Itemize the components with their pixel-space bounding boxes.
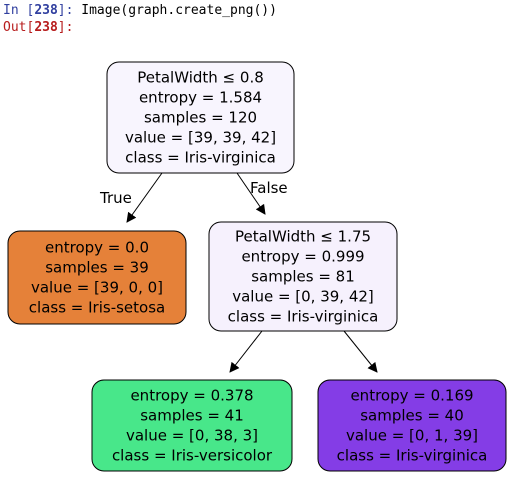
edge-label-false: False — [250, 179, 288, 197]
tree-node-line: entropy = 0.0 — [45, 239, 149, 257]
tree-node-line: entropy = 0.378 — [130, 387, 253, 405]
tree-node-box — [317, 379, 507, 472]
input-prompt-number: 238 — [34, 3, 58, 18]
tree-node-root: PetalWidth ≤ 0.8 entropy = 1.584 samples =… — [106, 61, 295, 174]
tree-node-line: value = [0, 39, 42] — [232, 288, 374, 306]
input-prompt-label: In [238]: — [3, 3, 73, 18]
tree-node-box — [91, 379, 293, 472]
tree-node-line: PetalWidth ≤ 0.8 — [137, 69, 264, 87]
tree-edge-root-to-right — [236, 172, 266, 215]
tree-edge-right-to-right-left — [229, 330, 263, 373]
tree-edge-root-to-left — [126, 172, 163, 223]
tree-node-right-right: entropy = 0.169 samples = 40 value = [0, 1… — [317, 379, 507, 472]
cell-code[interactable]: Image(graph.create_png()) — [81, 3, 277, 18]
output-prompt-number: 238 — [34, 20, 58, 35]
tree-node-line: samples = 41 — [140, 407, 244, 425]
output-prompt-label: Out[238]: — [3, 20, 73, 35]
edge-label-true: True — [99, 189, 132, 207]
tree-node-line: samples = 39 — [45, 259, 149, 277]
tree-node-line: class = Iris-versicolor — [112, 447, 273, 465]
tree-node-left: entropy = 0.0 samples = 39 value = [39, 0,… — [7, 230, 187, 325]
tree-edges: True False — [99, 172, 378, 373]
tree-node-box — [7, 230, 187, 325]
output-prompt-prefix: Out[ — [3, 20, 35, 35]
tree-node-line: class = Iris-setosa — [29, 299, 165, 317]
input-prompt-line: In [238]: Image(graph.create_png()) — [3, 3, 277, 19]
input-prompt-prefix: In [ — [3, 3, 35, 18]
tree-node-line: value = [0, 1, 39] — [346, 427, 478, 445]
tree-node-line: entropy = 1.584 — [139, 89, 262, 107]
tree-node-line: entropy = 0.999 — [241, 248, 364, 266]
tree-node-line: value = [0, 38, 3] — [126, 427, 258, 445]
tree-node-line: samples = 120 — [144, 109, 257, 127]
tree-nodes: PetalWidth ≤ 0.8 entropy = 1.584 samples =… — [7, 61, 507, 472]
tree-node-line: PetalWidth ≤ 1.75 — [235, 228, 371, 246]
output-prompt-line: Out[238]: — [3, 20, 73, 36]
input-prompt-suffix: ]: — [57, 3, 74, 18]
tree-edge-right-to-right-right — [343, 330, 378, 373]
tree-node-line: value = [39, 39, 42] — [125, 129, 276, 147]
tree-node-line: value = [39, 0, 0] — [31, 279, 163, 297]
tree-node-box — [106, 61, 295, 174]
tree-node-right-left: entropy = 0.378 samples = 41 value = [0, 3… — [91, 379, 293, 472]
tree-node-line: class = Iris-virginica — [228, 308, 379, 326]
tree-node-line: samples = 40 — [360, 407, 464, 425]
tree-node-right: PetalWidth ≤ 1.75 entropy = 0.999 samples … — [208, 221, 398, 332]
tree-node-line: class = Iris-virginica — [125, 149, 276, 167]
tree-node-line: class = Iris-virginica — [337, 447, 488, 465]
tree-node-line: samples = 81 — [251, 268, 355, 286]
output-prompt-suffix: ]: — [57, 20, 74, 35]
tree-node-line: entropy = 0.169 — [350, 387, 473, 405]
tree-node-box — [208, 221, 398, 332]
